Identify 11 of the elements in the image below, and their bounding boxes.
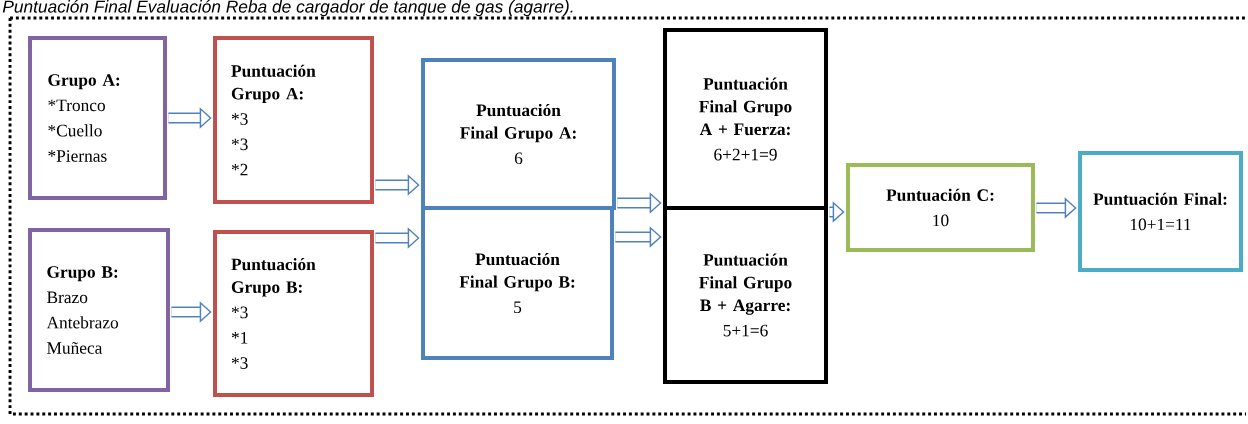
score-box: Puntuación Final: 10+1=11 [1078, 151, 1243, 272]
score-box: Puntuación Final Grupo B: 5 [421, 206, 614, 360]
score-box: Puntuación Final Grupo B + Agarre: 5+1=6 [663, 206, 828, 384]
score-box: Grupo B: Brazo Antebrazo Muñeca [28, 228, 170, 392]
score-box: Grupo A: *Tronco *Cuello *Piernas [28, 36, 167, 200]
score-box: Puntuación Grupo B: *3 *1 *3 [213, 230, 374, 397]
score-box: Puntuación C: 10 [846, 163, 1035, 252]
score-box: Puntuación Grupo A: *3 *3 *2 [213, 36, 374, 204]
title: Puntuación Final Evaluación Reba de cargador de tanque de gas (agarre). [2, 0, 573, 17]
score-box: Puntuación Final Grupo A + Fuerza: 6+2+1=9 [663, 28, 828, 210]
score-box: Puntuación Final Grupo A: 6 [421, 58, 616, 210]
